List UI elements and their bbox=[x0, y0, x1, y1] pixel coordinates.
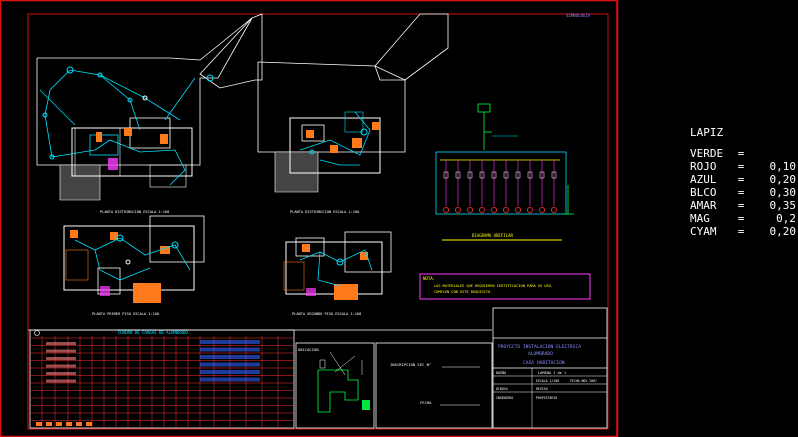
diagram-branch bbox=[454, 160, 461, 213]
table-cell-fill bbox=[200, 340, 260, 344]
table-marker bbox=[34, 330, 40, 336]
inscription-box bbox=[375, 342, 493, 429]
diagram-caption: DIAGRAMA UNIFILAR bbox=[472, 233, 514, 238]
diagram-branch bbox=[539, 160, 546, 213]
plan-caption-4: PLANTA SEGUNDO PISO ESCALA 1:100 bbox=[292, 312, 361, 316]
legend-equals: = bbox=[737, 212, 745, 225]
diagram-branch bbox=[515, 160, 522, 213]
table-cell-fill bbox=[46, 364, 76, 368]
note-line-1: LOS MATERIALES QUE REQUIEREN CERTIFICACI… bbox=[434, 284, 553, 288]
table-cell-fill bbox=[46, 372, 76, 375]
legend-pen-name: BLCO bbox=[690, 186, 717, 199]
single-line-diagram bbox=[435, 103, 567, 215]
legend-equals: = bbox=[737, 225, 745, 238]
legend-row-verde: VERDE = bbox=[690, 147, 798, 160]
table-cell-fill bbox=[200, 377, 260, 382]
note-box bbox=[419, 273, 591, 300]
project-subject: CASA HABITACION bbox=[523, 360, 565, 366]
table-footer-mark bbox=[76, 422, 82, 426]
diagram-branch bbox=[502, 160, 509, 213]
diagram-branch bbox=[527, 160, 534, 213]
legend-pen-name: VERDE bbox=[690, 147, 724, 160]
project-line-1: PROYECTO INSTALACION ELECTRICA bbox=[498, 344, 581, 350]
legend-pen-name: CYAM bbox=[690, 225, 717, 238]
note-line-2: CUMPLEN CON ESTE REQUISITO. bbox=[434, 290, 492, 294]
legend-equals: = bbox=[737, 199, 745, 212]
inscription-label: INSCRIPCION SEC N° bbox=[390, 362, 431, 367]
legend-pen-width: 0,20 bbox=[769, 225, 797, 238]
plan-caption-3: PLANTA PRIMER PISO ESCALA 1:100 bbox=[92, 312, 159, 316]
date-label: FECHA bbox=[420, 400, 432, 405]
legend-row-cyam: CYAM = 0,20 bbox=[690, 225, 798, 238]
legend-pen-width: 0,30 bbox=[769, 186, 797, 199]
diagram-branch bbox=[442, 160, 449, 213]
note-title: NOTA: bbox=[423, 276, 435, 281]
table-footer-mark bbox=[66, 422, 72, 426]
legend-row-azul: AZUL = 0,20 bbox=[690, 173, 798, 186]
legend-row-amar: AMAR = 0,35 bbox=[690, 199, 798, 212]
legend-pen-name: AZUL bbox=[690, 173, 717, 186]
legend-pen-name: MAG bbox=[690, 212, 710, 225]
table-footer-mark bbox=[46, 422, 52, 426]
floor-plan-1 bbox=[63, 215, 205, 303]
diagram-branch bbox=[478, 160, 485, 213]
diagram-branches bbox=[442, 160, 558, 213]
owner-label: DUEÑO bbox=[496, 370, 506, 375]
inner-frame bbox=[27, 13, 609, 430]
legend-pen-width: 0,10 bbox=[769, 160, 797, 173]
diagram-branch bbox=[466, 160, 473, 213]
table-cell-fill bbox=[200, 362, 260, 367]
table-footer-mark bbox=[56, 422, 62, 426]
load-table-title: CUADRO DE CARGAS DE ALUMBRADO bbox=[118, 330, 188, 335]
legend-pen-name: AMAR bbox=[690, 199, 717, 212]
legend-title: LAPIZ bbox=[690, 126, 724, 139]
location-label: UBICACION bbox=[298, 347, 319, 352]
site-plan-2 bbox=[257, 13, 449, 193]
diagram-branch bbox=[490, 160, 497, 213]
legend-pen-width: 0,20 bbox=[769, 173, 797, 186]
table-cell-fill bbox=[46, 349, 76, 353]
corner-label: SIMBOLOGIA bbox=[566, 13, 591, 18]
load-table-frame bbox=[29, 329, 295, 429]
table-footer-mark bbox=[36, 422, 42, 426]
legend-pen-width bbox=[752, 147, 796, 160]
legend-row-blco: BLCO = 0,30 bbox=[690, 186, 798, 199]
owner-name-label: PROPIETARIO bbox=[536, 396, 557, 400]
engineer-label: INGENIERO bbox=[496, 396, 513, 400]
table-cell-fill bbox=[200, 355, 260, 359]
date-value: FECHA NOV 2007 bbox=[570, 379, 597, 383]
legend-row-rojo: ROJO = 0,10 bbox=[690, 160, 798, 173]
table-footer-mark bbox=[86, 422, 92, 426]
table-cell-fill bbox=[46, 379, 76, 383]
sheet-number: LAMINA 1 de 1 bbox=[538, 371, 566, 375]
project-line-2: ALUMBRADO bbox=[528, 351, 553, 357]
legend-pen-width: 0,35 bbox=[769, 199, 797, 212]
table-cell-fill bbox=[200, 370, 260, 374]
floor-plan-2 bbox=[283, 231, 392, 300]
plan-caption-2: PLANTA DISTRIBUCION ESCALA 1:100 bbox=[290, 210, 359, 214]
legend-row-mag: MAG = 0,2 bbox=[690, 212, 798, 225]
legend-equals: = bbox=[737, 186, 745, 199]
site-plan-1 bbox=[36, 13, 263, 201]
legend-equals: = bbox=[737, 173, 745, 186]
table-cell-fill bbox=[200, 347, 260, 352]
scale-label: ESCALA 1/100 bbox=[536, 379, 559, 383]
legend-equals: = bbox=[737, 160, 745, 173]
load-table-grid bbox=[30, 336, 294, 428]
review-label: REVISO bbox=[536, 387, 548, 391]
legend-equals: = bbox=[737, 147, 745, 160]
legend-pen-name: ROJO bbox=[690, 160, 717, 173]
plan-caption-1: PLANTA DISTRIBUCION ESCALA 1:100 bbox=[100, 210, 169, 214]
legend-pen-width: 0,2 bbox=[776, 212, 796, 225]
location-box bbox=[295, 342, 375, 429]
table-cell-fill bbox=[46, 357, 76, 360]
diagram-branch bbox=[551, 160, 558, 213]
drawn-label: DIBUJO bbox=[496, 387, 508, 391]
sheet-frame bbox=[0, 0, 619, 437]
location-map bbox=[317, 351, 370, 413]
table-cell-fill bbox=[46, 342, 76, 345]
